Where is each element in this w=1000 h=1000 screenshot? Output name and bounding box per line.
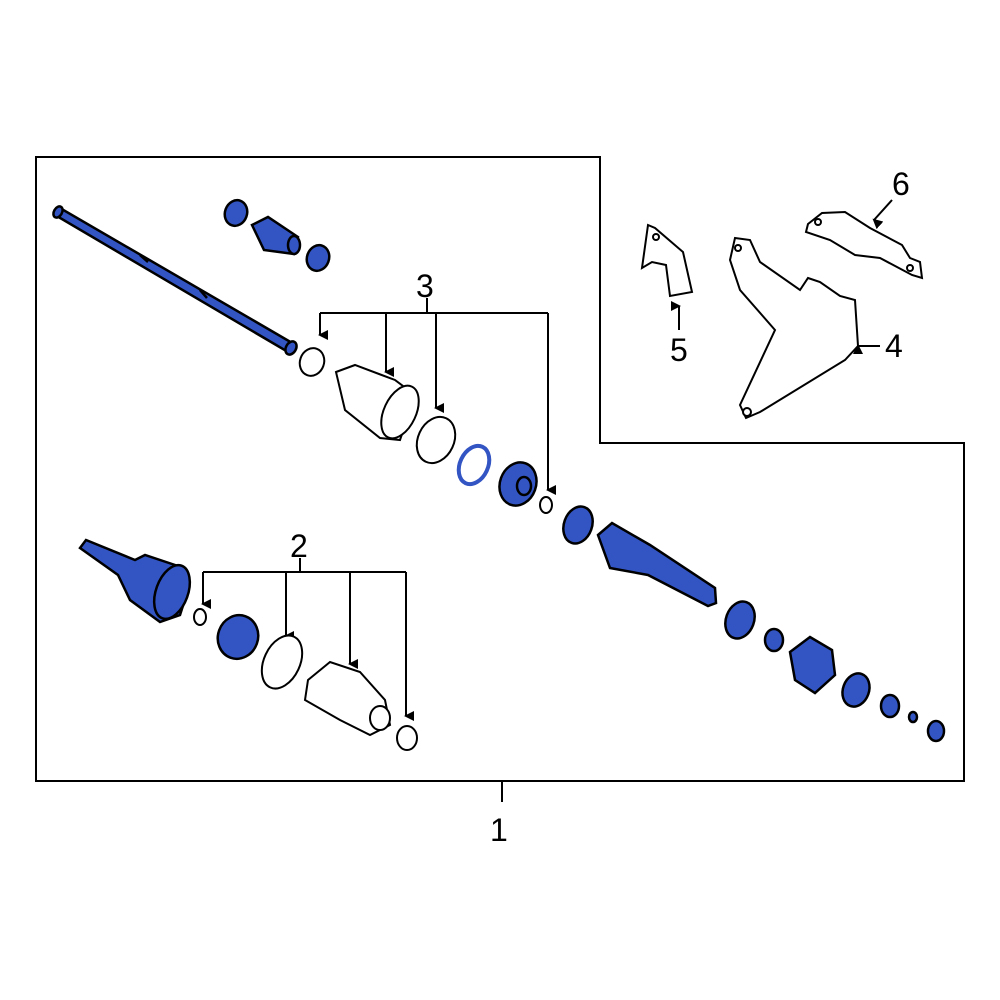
outer-boot-kit — [193, 608, 418, 751]
callout-label-4: 4 — [885, 328, 903, 364]
callout-3-leaders — [318, 298, 556, 495]
callout-label-6: 6 — [892, 166, 910, 202]
callout-2-leaders — [201, 558, 414, 721]
support-bracket — [728, 236, 860, 420]
callout-label-5: 5 — [670, 332, 688, 368]
callout-label-2: 2 — [290, 528, 308, 564]
outer-cv-joint — [78, 538, 260, 661]
heat-shield — [804, 210, 924, 280]
callout-6-leader — [872, 199, 893, 230]
inner-joint-housing — [562, 505, 946, 743]
tripod-joint — [498, 461, 538, 507]
inner-boot-kit — [298, 347, 457, 465]
callout-label-3: 3 — [416, 268, 434, 304]
callout-label-1: 1 — [490, 812, 508, 848]
snap-ring — [456, 443, 492, 487]
intermediate-shaft — [52, 205, 298, 356]
small-bracket — [640, 223, 694, 298]
circlip — [539, 496, 553, 514]
assembly-boundary — [35, 156, 965, 782]
shaft-damper-parts — [223, 198, 331, 273]
